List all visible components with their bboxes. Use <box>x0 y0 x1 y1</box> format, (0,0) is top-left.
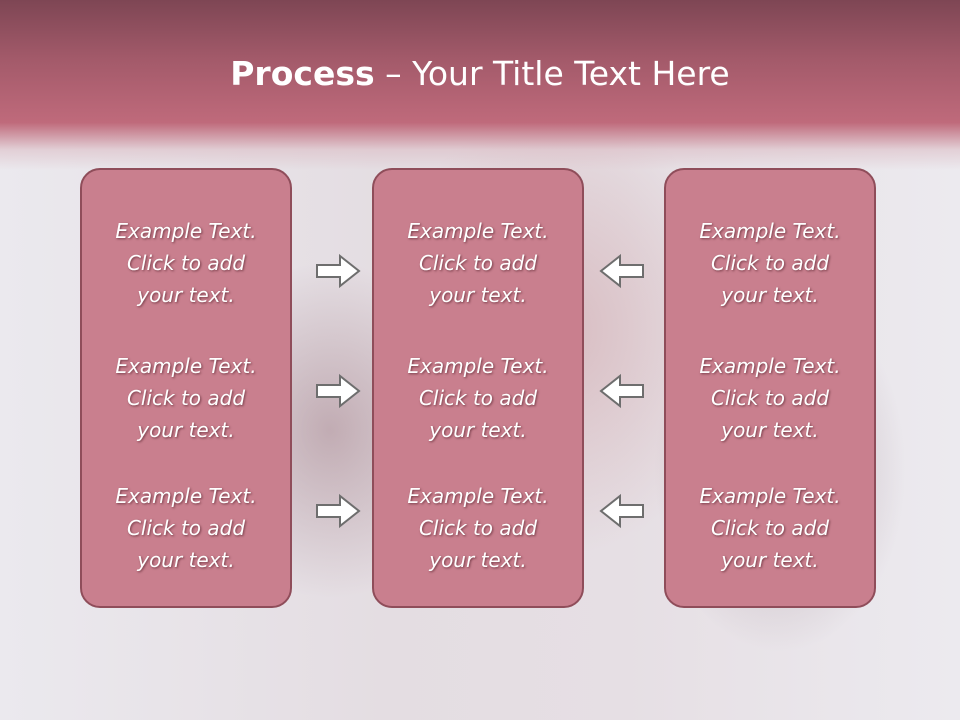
text-placeholder[interactable]: Example Text. Click to add your text. <box>666 350 874 446</box>
title-banner <box>0 0 960 170</box>
right-arrow-icon[interactable] <box>314 492 362 530</box>
text-line: Click to add <box>710 251 830 275</box>
text-line: your text. <box>721 548 819 572</box>
process-box-right[interactable]: Example Text. Click to add your text. Ex… <box>664 168 876 608</box>
text-line: Example Text. <box>699 219 841 243</box>
left-arrow-icon[interactable] <box>598 492 646 530</box>
text-placeholder[interactable]: Example Text. Click to add your text. <box>374 215 582 311</box>
text-line: Example Text. <box>115 354 257 378</box>
text-line: your text. <box>721 418 819 442</box>
text-line: your text. <box>429 548 527 572</box>
text-line: Example Text. <box>115 484 257 508</box>
text-line: your text. <box>137 283 235 307</box>
left-arrow-icon[interactable] <box>598 372 646 410</box>
text-placeholder[interactable]: Example Text. Click to add your text. <box>374 480 582 576</box>
text-line: your text. <box>721 283 819 307</box>
text-line: Click to add <box>126 386 246 410</box>
left-arrow-icon[interactable] <box>598 252 646 290</box>
text-line: Example Text. <box>699 484 841 508</box>
process-box-middle[interactable]: Example Text. Click to add your text. Ex… <box>372 168 584 608</box>
text-line: Example Text. <box>407 484 549 508</box>
text-line: Click to add <box>418 386 538 410</box>
text-placeholder[interactable]: Example Text. Click to add your text. <box>374 350 582 446</box>
text-line: your text. <box>429 418 527 442</box>
title-rest-text: – Your Title Text Here <box>374 54 730 93</box>
text-line: Click to add <box>710 386 830 410</box>
slide-title[interactable]: Process – Your Title Text Here <box>0 52 960 96</box>
text-line: Example Text. <box>407 354 549 378</box>
text-placeholder[interactable]: Example Text. Click to add your text. <box>82 350 290 446</box>
text-line: your text. <box>429 283 527 307</box>
process-box-left[interactable]: Example Text. Click to add your text. Ex… <box>80 168 292 608</box>
text-placeholder[interactable]: Example Text. Click to add your text. <box>82 215 290 311</box>
text-line: Example Text. <box>115 219 257 243</box>
text-line: Click to add <box>418 251 538 275</box>
text-line: Example Text. <box>699 354 841 378</box>
text-line: your text. <box>137 548 235 572</box>
text-placeholder[interactable]: Example Text. Click to add your text. <box>666 215 874 311</box>
text-line: your text. <box>137 418 235 442</box>
text-placeholder[interactable]: Example Text. Click to add your text. <box>666 480 874 576</box>
right-arrow-icon[interactable] <box>314 372 362 410</box>
text-line: Click to add <box>710 516 830 540</box>
right-arrow-icon[interactable] <box>314 252 362 290</box>
text-line: Click to add <box>418 516 538 540</box>
text-line: Example Text. <box>407 219 549 243</box>
text-line: Click to add <box>126 516 246 540</box>
text-placeholder[interactable]: Example Text. Click to add your text. <box>82 480 290 576</box>
text-line: Click to add <box>126 251 246 275</box>
title-bold-text: Process <box>230 54 375 93</box>
